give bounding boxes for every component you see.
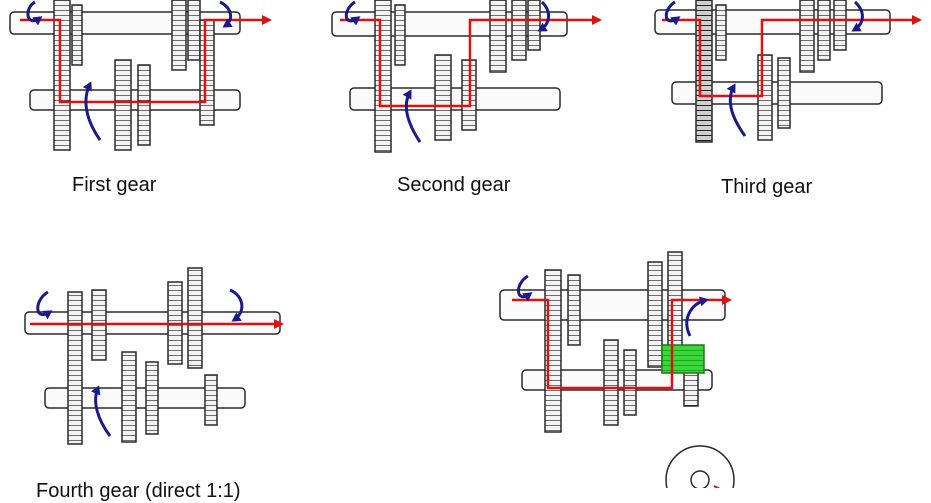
- rotation-arrow-output: [229, 288, 244, 322]
- panel-reverse-gear: [499, 251, 735, 488]
- reverse-idler-end-view: [665, 445, 735, 488]
- gears: [67, 267, 218, 445]
- caption-fourth-gear: Fourth gear (direct 1:1): [36, 480, 241, 502]
- gears: [544, 251, 699, 433]
- panel-third-gear: [654, 0, 922, 143]
- gears: [53, 0, 215, 151]
- gearbox-diagram: [9, 0, 922, 488]
- reverse-idler-gear: [661, 344, 705, 374]
- rotation-arrow-counter: [91, 385, 112, 437]
- panel-fourth-gear: [24, 267, 284, 445]
- rotation-arrow-counter: [402, 89, 422, 143]
- power-flow-line: [20, 15, 272, 104]
- rotation-arrow-output: [537, 0, 550, 32]
- panel-first-gear: [9, 0, 272, 151]
- rotation-arrow-input: [664, 0, 681, 26]
- power-flow-line: [512, 295, 732, 390]
- shafts: [654, 9, 891, 105]
- gears: [695, 0, 847, 143]
- caption-third-gear: Third gear: [721, 176, 813, 198]
- rotation-arrow-output: [685, 296, 709, 337]
- rotation-arrow-input: [36, 290, 53, 320]
- panel-second-gear: [331, 0, 602, 153]
- gears: [374, 0, 541, 153]
- caption-first-gear: First gear: [72, 174, 157, 196]
- rotation-arrow-counter: [82, 81, 102, 141]
- rotation-arrow-input: [344, 0, 361, 26]
- caption-second-gear: Second gear: [397, 174, 511, 196]
- power-flow-line: [340, 15, 602, 108]
- rotation-arrow-output: [851, 0, 864, 32]
- rotation-arrow-counter: [726, 83, 747, 137]
- rotation-arrow-input: [517, 274, 533, 302]
- rotation-arrow-input: [26, 0, 43, 26]
- rotation-arrow-output: [219, 0, 233, 28]
